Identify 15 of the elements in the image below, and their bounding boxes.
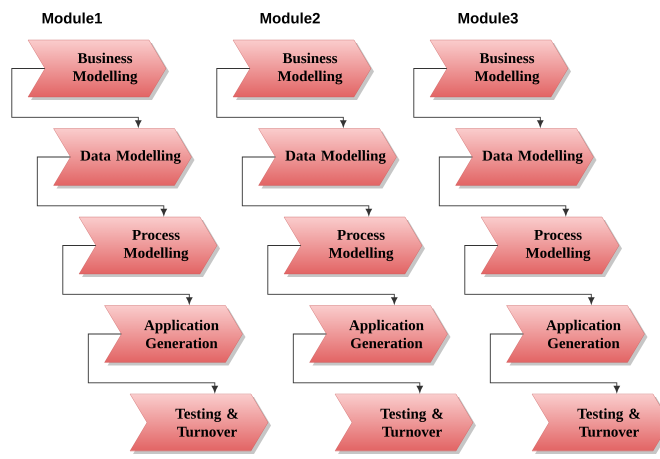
arrow xyxy=(490,334,620,393)
arrow xyxy=(413,68,544,128)
module-title: Module3 xyxy=(458,12,518,24)
arrow xyxy=(242,156,372,216)
arrow xyxy=(292,334,423,393)
module-title: Module1 xyxy=(42,12,102,24)
arrow xyxy=(216,68,346,128)
module-title: Module2 xyxy=(260,12,320,24)
arrow xyxy=(36,156,167,216)
arrow xyxy=(88,334,218,393)
arrow xyxy=(267,245,398,304)
arrow xyxy=(464,245,594,304)
arrow xyxy=(438,156,569,216)
arrow xyxy=(62,245,192,304)
arrow xyxy=(11,68,142,128)
